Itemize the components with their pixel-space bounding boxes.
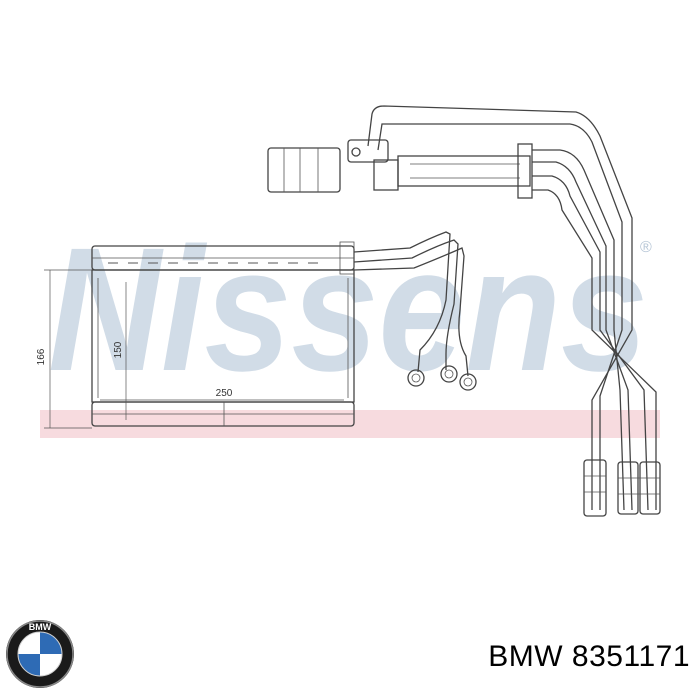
- long-pipes: [367, 105, 661, 517]
- hose-end-1: [407, 369, 425, 387]
- dimension-166: 166: [36, 348, 47, 365]
- bmw-logo: BMW: [6, 620, 74, 688]
- dimension-150: 150: [113, 341, 124, 358]
- heater-core: [91, 241, 355, 427]
- pipe-connectors: [583, 459, 661, 517]
- hose-end-3: [459, 373, 477, 391]
- bmw-logo-letters: BMW: [29, 622, 52, 632]
- short-pipes: [353, 231, 477, 391]
- part-number-caption: BMW 8351171: [488, 640, 690, 673]
- watermark-registered-mark: ®: [640, 239, 652, 256]
- valve-block: [267, 139, 533, 199]
- dimension-250: 250: [216, 388, 233, 399]
- top-tank-bracket: [339, 241, 355, 275]
- hose-end-2: [440, 365, 458, 383]
- dimension-lines: [44, 269, 344, 429]
- watermark-stripe: [40, 410, 660, 438]
